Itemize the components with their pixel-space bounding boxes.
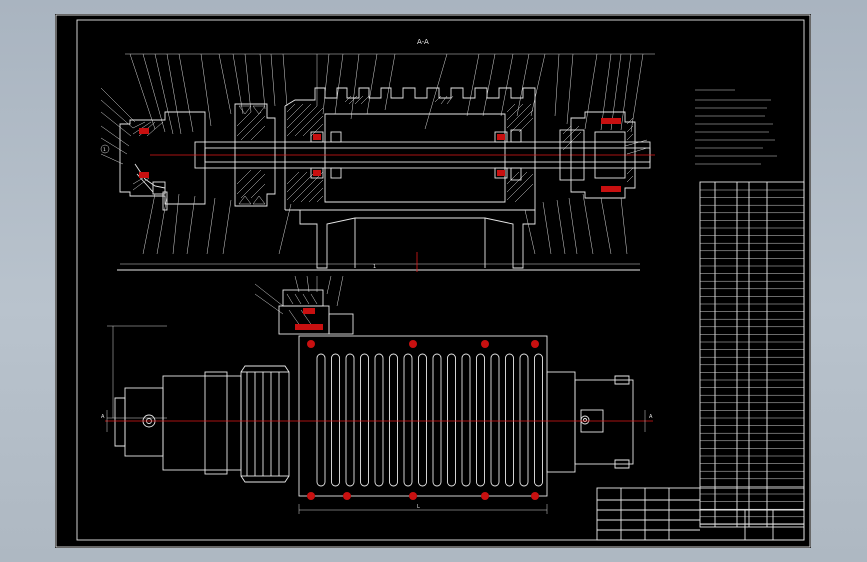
gear-top <box>282 289 324 307</box>
drawing-sheet: A-A <box>55 14 811 548</box>
balloon <box>100 144 110 154</box>
fin <box>403 353 413 487</box>
fin <box>331 353 340 487</box>
left-leaders <box>100 87 136 165</box>
dim-overall-bottom: L <box>417 504 420 510</box>
outer-frame <box>55 14 811 548</box>
fin <box>418 353 427 487</box>
fin <box>432 353 442 487</box>
view-label-right: A <box>649 414 653 420</box>
motor-ring <box>204 371 228 475</box>
title-block <box>596 487 805 541</box>
drive-pulley <box>240 365 290 483</box>
motor-end-cap <box>124 387 164 457</box>
fin <box>534 353 543 487</box>
view-label-left: A <box>101 414 105 420</box>
fin <box>389 353 398 487</box>
chuck-adapter <box>559 129 585 181</box>
left-flange-block <box>152 181 166 195</box>
fin <box>374 353 384 487</box>
front-flange <box>546 371 576 473</box>
mount-holes <box>307 340 539 500</box>
chuck-bolt-bottom <box>601 186 621 192</box>
section-label: A-A <box>417 38 429 46</box>
spindle-housing-outer <box>298 335 548 497</box>
pedestal-ribs <box>354 218 486 268</box>
height-dimension <box>107 325 167 419</box>
section-view: A-A <box>100 38 655 272</box>
left-seal <box>139 128 149 134</box>
external-view: A A L 1 <box>100 144 653 514</box>
housing-hatch <box>286 95 534 203</box>
fin <box>476 353 485 487</box>
technical-notes <box>695 89 777 165</box>
left-bolt-stub <box>162 191 168 211</box>
fin <box>490 353 500 487</box>
front-chuck-body <box>574 379 634 465</box>
fin <box>519 353 529 487</box>
chuck-bolt-top <box>601 118 621 124</box>
pulley-left <box>234 103 276 207</box>
fin <box>345 353 355 487</box>
fin <box>316 353 326 487</box>
fin <box>461 353 471 487</box>
gear-cap <box>328 313 354 335</box>
pedestal <box>299 210 536 269</box>
housing-bore <box>324 113 506 203</box>
dim-overall-top: 1 <box>373 264 376 270</box>
left-end-housing <box>119 111 206 205</box>
top-leaders <box>125 53 655 135</box>
bearings-left <box>310 131 342 179</box>
length-dimension <box>298 504 548 514</box>
right-leaders <box>624 139 648 155</box>
cad-drawing: A-A <box>55 14 811 548</box>
bottom-leaders <box>142 193 628 255</box>
cooling-fins <box>316 353 543 487</box>
bearings-right <box>494 129 522 181</box>
fin <box>447 353 456 487</box>
parts-list-table <box>699 181 805 528</box>
right-chuck <box>570 111 636 199</box>
balloon-label: 1 <box>103 147 106 153</box>
fin <box>360 353 369 487</box>
fin <box>505 353 514 487</box>
housing-body <box>284 106 536 211</box>
motor-rear <box>162 375 242 471</box>
rear-encoder <box>114 397 126 447</box>
housing-top-fins <box>284 87 536 107</box>
chuck-jaw <box>594 131 626 179</box>
